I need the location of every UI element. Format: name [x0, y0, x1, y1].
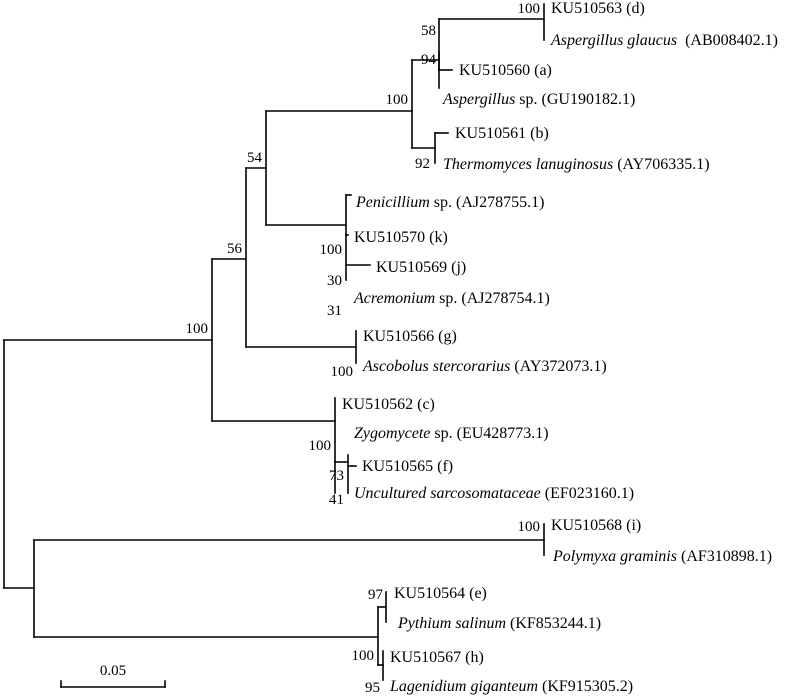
tree-branches	[3, 3, 545, 681]
bootstrap-value: 31	[327, 303, 342, 319]
taxon-label: Aspergillus glaucus (AB008402.1)	[550, 32, 778, 49]
taxon-label: KU510567 (h)	[390, 649, 484, 666]
taxon-label: KU510561 (b)	[455, 125, 549, 142]
bootstrap-value: 30	[327, 273, 342, 289]
taxon-label: Ascobolus stercorarius (AY372073.1)	[362, 358, 607, 375]
bootstrap-value: 100	[309, 438, 332, 454]
taxon-label: KU510569 (j)	[376, 259, 466, 276]
bootstrap-value: 100	[186, 321, 209, 337]
taxon-label: KU510563 (d)	[551, 0, 645, 17]
bootstrap-value: 100	[352, 648, 375, 664]
bootstrap-value: 100	[518, 519, 541, 535]
bootstrap-value: 58	[421, 23, 436, 39]
taxon-label: Zygomycete sp. (EU428773.1)	[354, 425, 549, 442]
taxon-label: KU510568 (i)	[551, 517, 641, 534]
taxon-label: KU510570 (k)	[354, 229, 448, 246]
taxon-label: KU510560 (a)	[459, 62, 552, 79]
bootstrap-value: 100	[320, 242, 343, 258]
bootstrap-value: 100	[518, 1, 541, 17]
bootstrap-values: 100 58 94 100 92 54 56 100 100 30 31 100…	[186, 1, 541, 696]
bootstrap-value: 95	[365, 680, 380, 696]
bootstrap-value: 94	[421, 52, 437, 68]
taxon-label: KU510564 (e)	[394, 585, 487, 602]
bootstrap-value: 100	[331, 364, 354, 380]
bootstrap-value: 54	[247, 150, 263, 166]
scale-bar: 0.05	[60, 663, 166, 688]
taxon-label: Lagenidium giganteum (KF915305.2)	[389, 678, 633, 695]
taxon-label: Aspergillus sp. (GU190182.1)	[442, 91, 635, 108]
bootstrap-value: 56	[227, 241, 243, 257]
bootstrap-value: 100	[386, 92, 409, 108]
taxon-labels: KU510563 (d) Aspergillus glaucus (AB0084…	[342, 0, 778, 695]
bootstrap-value: 73	[329, 468, 344, 484]
taxon-label: Uncultured sarcosomataceae (EF023160.1)	[354, 485, 634, 502]
bootstrap-value: 41	[329, 492, 344, 508]
taxon-label: KU510565 (f)	[362, 458, 453, 475]
taxon-label: Polymyxa graminis (AF310898.1)	[552, 548, 772, 565]
bootstrap-value: 92	[415, 156, 430, 172]
taxon-label: Pythium salinum (KF853244.1)	[397, 615, 601, 632]
bootstrap-value: 97	[368, 587, 384, 603]
taxon-label: KU510562 (c)	[342, 396, 435, 413]
scale-bar-label: 0.05	[100, 663, 126, 679]
taxon-label: Acremonium sp. (AJ278754.1)	[353, 290, 550, 307]
taxon-label: Penicillium sp. (AJ278755.1)	[355, 194, 544, 211]
taxon-label: Thermomyces lanuginosus (AY706335.1)	[443, 156, 710, 173]
taxon-label: KU510566 (g)	[363, 328, 457, 345]
